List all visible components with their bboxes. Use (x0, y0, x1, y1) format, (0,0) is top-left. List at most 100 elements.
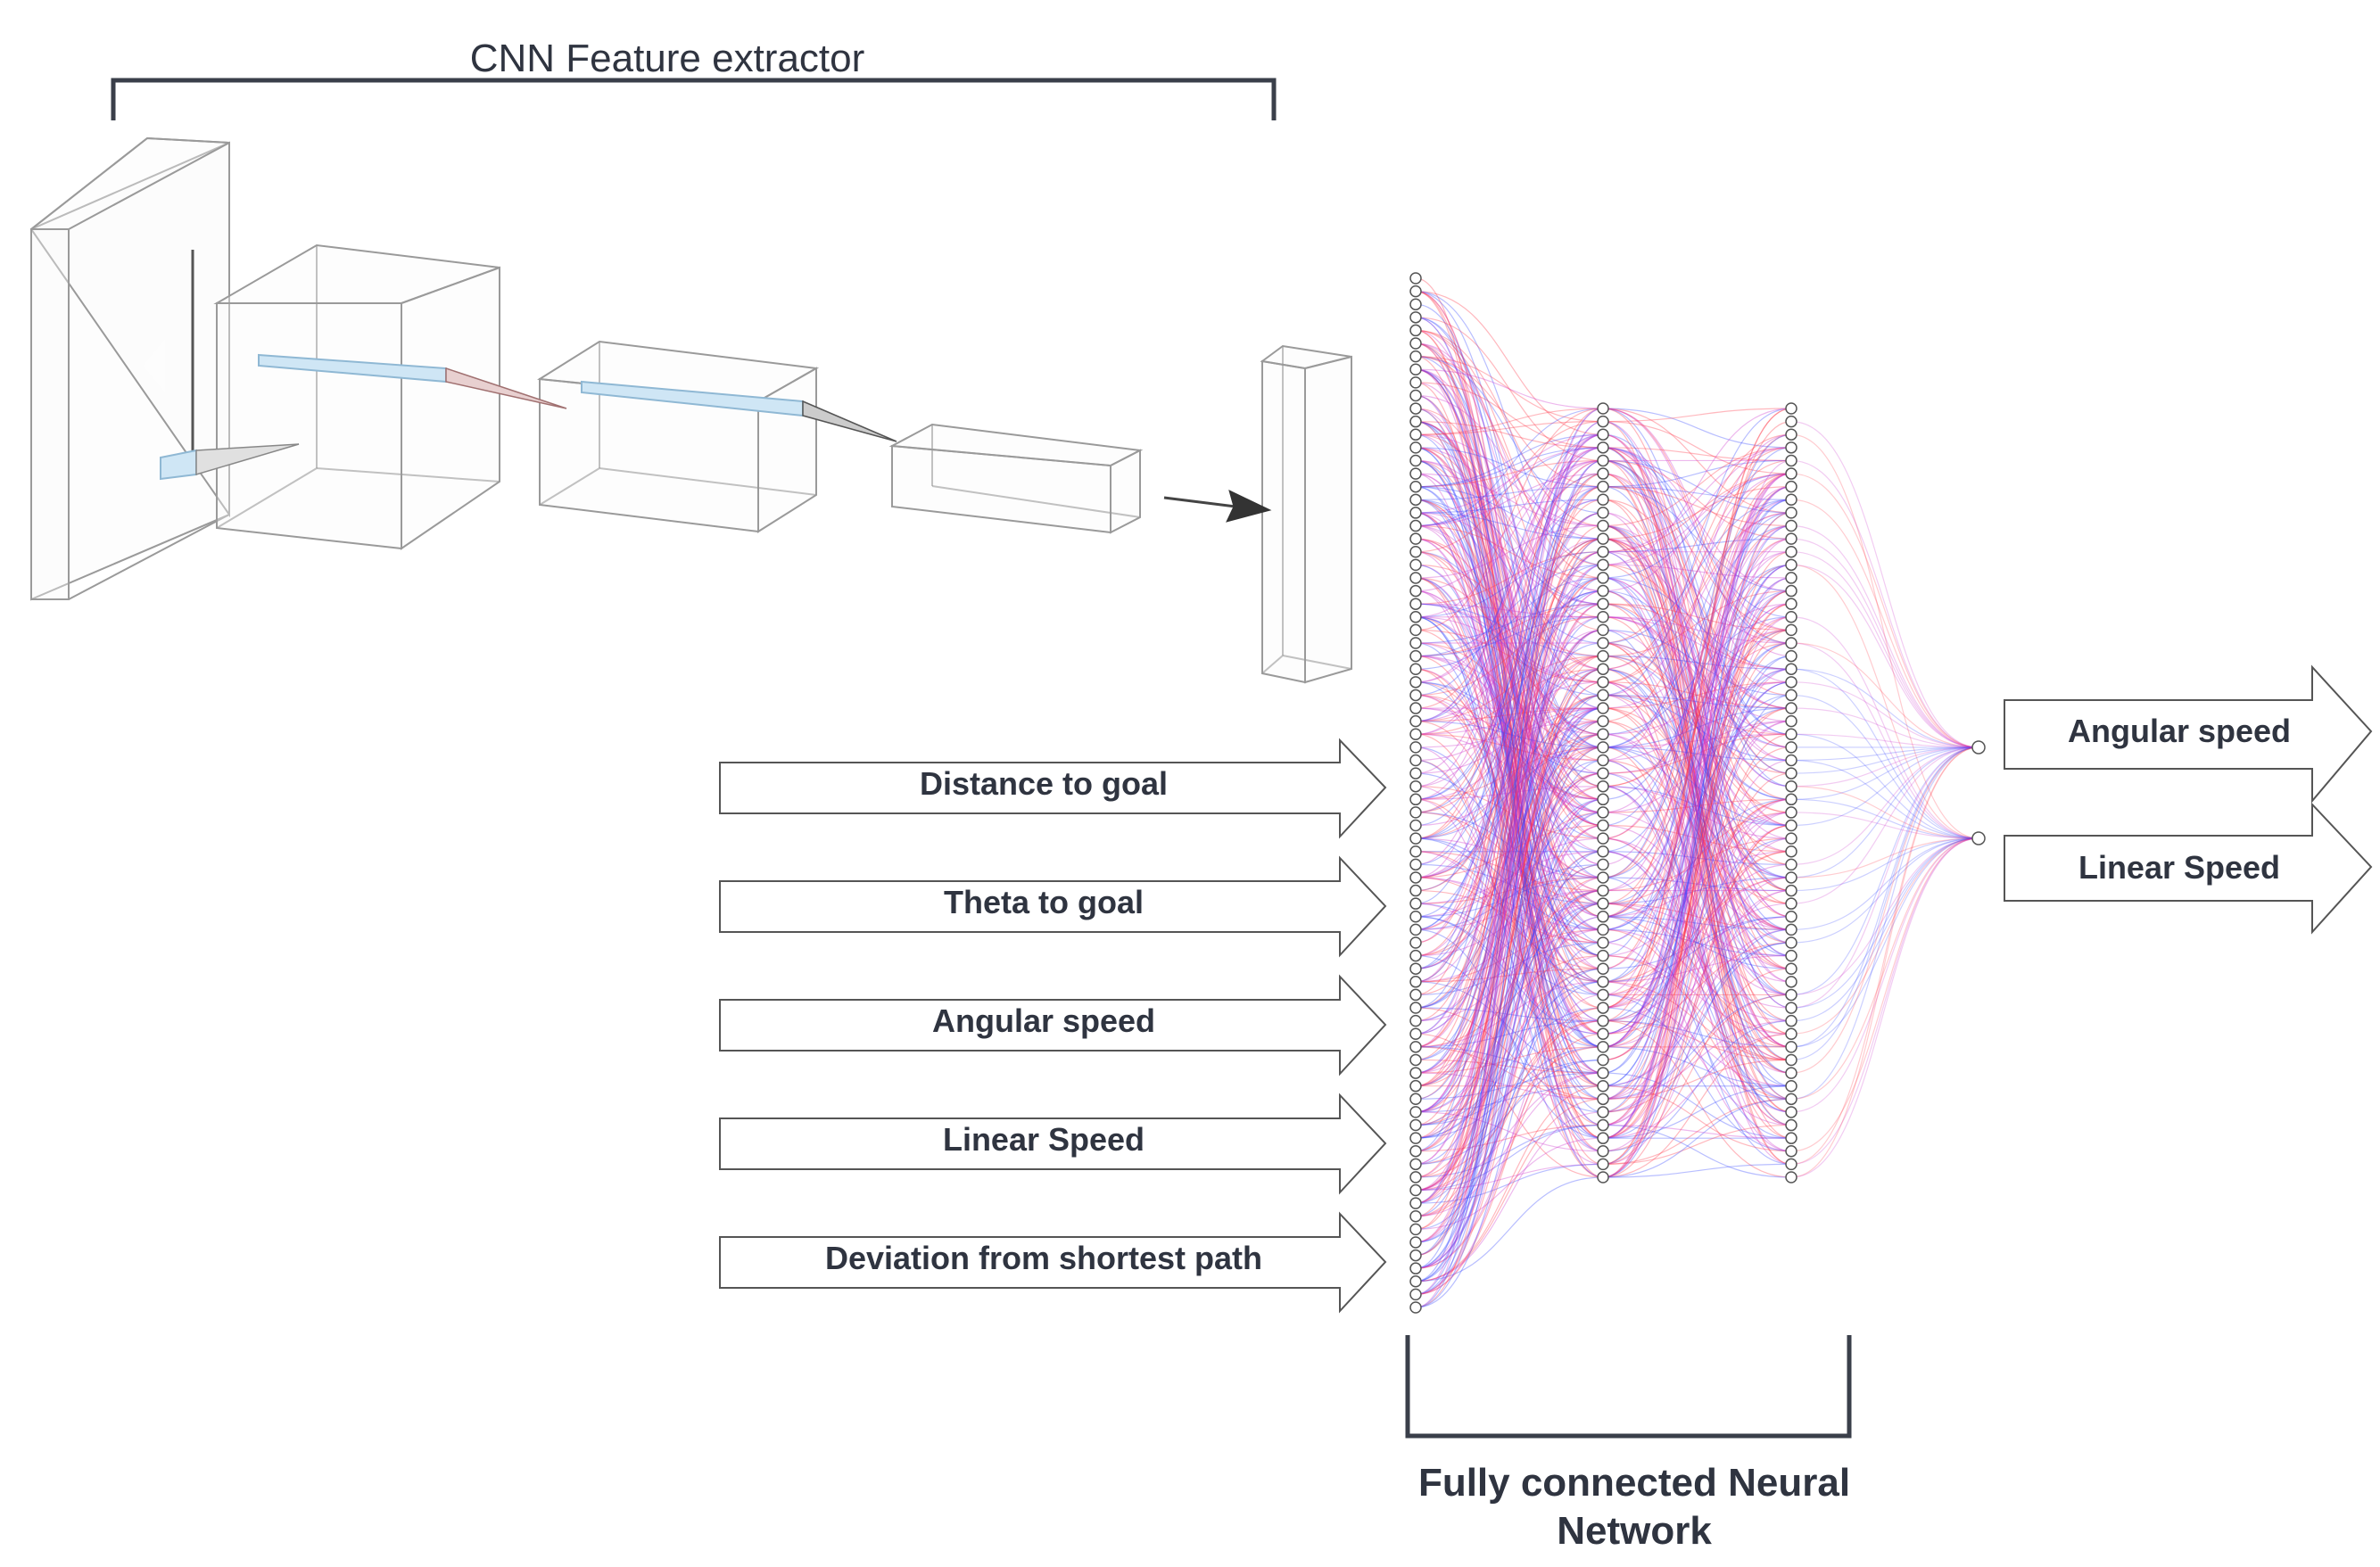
fc-connection (1415, 368, 1604, 944)
fc-connection (1602, 994, 1792, 1152)
fc-neuron (1785, 676, 1797, 689)
fc-neuron (1785, 962, 1797, 975)
fc-neuron (1409, 976, 1422, 988)
fc-connection (1415, 590, 1604, 918)
fc-connection (1602, 642, 1792, 931)
fc-connection (1415, 721, 1604, 1282)
fc-connection (1602, 564, 1792, 709)
fc-connection (1415, 1046, 1604, 1178)
fc-connection (1415, 368, 1604, 800)
fc-connection (1602, 928, 1792, 1087)
fc-neuron (1409, 1118, 1422, 1132)
fc-connection (1415, 746, 1604, 1257)
fc-connection (1602, 642, 1792, 788)
fc-connection (1415, 889, 1604, 1192)
fc-connection (1602, 681, 1792, 1152)
fc-connection (1602, 447, 1792, 527)
fc-connection (1602, 616, 1792, 670)
fc-connection (1415, 798, 1604, 1204)
fc-connection (1602, 447, 1792, 462)
fc-connection (1415, 916, 1604, 1035)
input-arrow-distance: Distance to goal (719, 738, 1387, 839)
fc-connection (1415, 524, 1604, 579)
fc-connection (1415, 889, 1604, 1269)
fc-connection (1415, 408, 1604, 1204)
fc-connection (1415, 968, 1604, 1243)
fc-connection (1415, 903, 1604, 1035)
fc-neuron (1409, 1183, 1422, 1197)
fc-connection (1602, 577, 1792, 1178)
fc-connection (1415, 512, 1604, 827)
fc-connection (1790, 746, 1979, 878)
fc-connection (1602, 577, 1792, 853)
fc-connection (1415, 1072, 1604, 1100)
fc-connection (1415, 447, 1604, 683)
fc-connection (1415, 512, 1604, 605)
fc-connection (1602, 642, 1792, 944)
flatten-arrow (1163, 490, 1272, 523)
fc-connection (1415, 863, 1604, 930)
fc-connection (1790, 759, 1979, 839)
fc-connection (1602, 447, 1792, 774)
fc-connection (1415, 681, 1604, 983)
fc-connection (1415, 512, 1604, 944)
fc-connection (1415, 772, 1604, 1192)
fc-connection (1602, 824, 1792, 1178)
fc-neuron (1597, 976, 1609, 988)
fc-connection (1415, 642, 1604, 813)
fc-connection (1602, 707, 1792, 904)
fc-connection (1415, 629, 1604, 1192)
fc-connection (1602, 1007, 1792, 1100)
fc-connection (1415, 772, 1604, 996)
fc-connection (1790, 746, 1979, 1178)
fc-connection (1415, 433, 1604, 527)
fc-connection (1602, 1046, 1792, 1087)
fc-connection (1415, 642, 1604, 892)
fc-connection (1415, 629, 1604, 969)
fc-connection (1602, 694, 1792, 762)
fc-connection (1602, 798, 1792, 1126)
fc-connection (1790, 499, 1979, 748)
fc-neuron (1785, 519, 1797, 532)
fc-connection (1415, 903, 1604, 1204)
fc-connection (1602, 603, 1792, 931)
fc-neuron (1409, 363, 1422, 376)
fc-neuron (1409, 741, 1422, 754)
fc-connection (1415, 433, 1604, 1048)
fc-neuron (1409, 819, 1422, 832)
fc-connection (1602, 837, 1792, 1061)
fc-neuron (1785, 923, 1797, 936)
fc-neuron (1785, 584, 1797, 598)
fc-connection (1415, 408, 1604, 670)
fc-connection (1415, 1124, 1604, 1152)
fc-connection (1602, 903, 1792, 931)
fc-connection (1415, 629, 1604, 683)
fc-neuron (1597, 806, 1609, 819)
fc-connection (1415, 564, 1604, 1113)
fc-connection (1415, 342, 1604, 878)
fc-connection (1415, 499, 1604, 983)
fc-connection (1602, 408, 1792, 892)
fc-neuron (1409, 884, 1422, 897)
fc-connection (1415, 1033, 1604, 1269)
fc-connection (1415, 877, 1604, 969)
cnn-conv-volume-2 (537, 340, 820, 533)
fc-connection (1415, 824, 1604, 1243)
input-label-theta: Theta to goal (944, 884, 1144, 920)
fc-connection (1415, 512, 1604, 1022)
fc-connection (1602, 981, 1792, 1061)
fc-neuron (1597, 1171, 1609, 1183)
fc-connection (1415, 798, 1604, 1087)
fc-connection (1602, 668, 1792, 931)
fc-connection (1602, 707, 1792, 969)
fc-connection (1415, 616, 1604, 683)
fc-connection (1415, 473, 1604, 697)
fc-connection (1602, 837, 1792, 1152)
fc-connection (1415, 486, 1604, 500)
fc-connection (1415, 329, 1604, 839)
fc-connection (1415, 746, 1604, 1035)
fc-connection (1602, 916, 1792, 1048)
fc-connection (1602, 733, 1792, 748)
fc-connection (1415, 877, 1604, 1295)
fc-connection (1602, 524, 1792, 839)
